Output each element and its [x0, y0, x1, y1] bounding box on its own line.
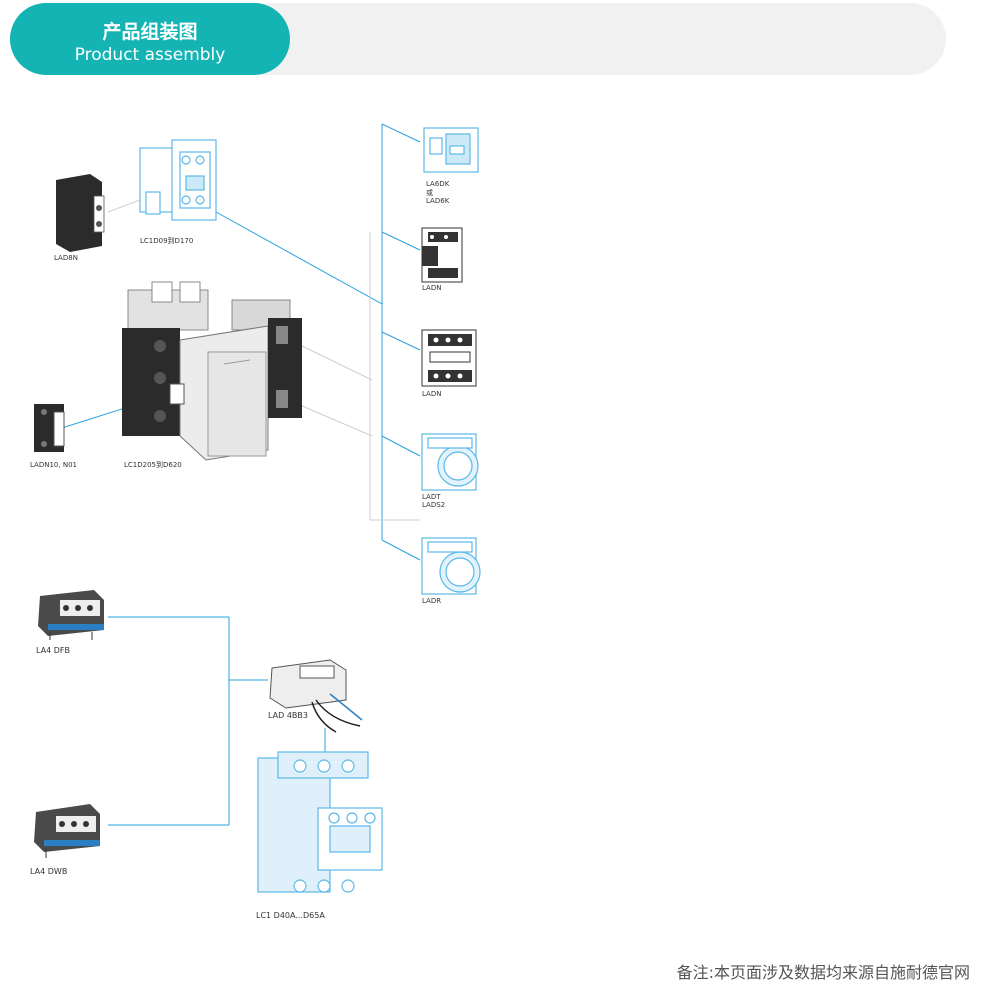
label-lc1d205-d620: LC1D205到D620: [124, 461, 182, 469]
ladn10-part: [34, 404, 65, 452]
label-lc1d40a-d65a: LC1 D40A...D65A: [256, 911, 325, 920]
page-title-en: Product assembly: [74, 45, 226, 65]
ladn-part-2: [421, 329, 477, 387]
lad4bb3-part: [269, 659, 363, 733]
label-la4dwb: LA4 DWB: [30, 867, 68, 876]
label-la4dfb: LA4 DFB: [36, 646, 70, 655]
label-lad4bb3: LAD 4BB3: [268, 711, 308, 720]
connector-lines: [61, 123, 421, 826]
la4dwb-part: [34, 804, 100, 858]
label-lc1d09-d170: LC1D09到D170: [140, 237, 194, 245]
label-ladn10-n01: LADN10, N01: [30, 461, 77, 469]
label-lad8n: LAD8N: [54, 254, 78, 262]
ladr-part: [421, 537, 481, 595]
lc1d09-contactor: [139, 139, 217, 221]
label-ladt: LADT: [422, 493, 441, 501]
lad6k-part: [423, 127, 479, 173]
guide-lines: [107, 199, 420, 521]
lad8n-part: [56, 174, 105, 252]
label-la6dk: LA6DK: [426, 180, 450, 188]
label-lads2: LADS2: [422, 501, 446, 509]
ladn-part-1: [421, 227, 463, 283]
label-ladn-1: LADN: [422, 284, 442, 292]
header-title-pill: 产品组装图 Product assembly: [10, 3, 290, 75]
label-or: 或: [426, 189, 433, 197]
page-title-cn: 产品组装图: [102, 21, 198, 43]
label-ladr: LADR: [422, 597, 442, 605]
label-ladn-2: LADN: [422, 390, 442, 398]
ladt-part: [421, 433, 479, 491]
la4dfb-part: [38, 590, 104, 640]
label-lad6k: LAD6K: [426, 197, 450, 205]
footnote: 备注:本页面涉及数据均来源自施耐德官网: [676, 963, 970, 982]
lc1d205-contactor: [122, 281, 302, 461]
lc1d40a-contactor: [257, 751, 383, 893]
